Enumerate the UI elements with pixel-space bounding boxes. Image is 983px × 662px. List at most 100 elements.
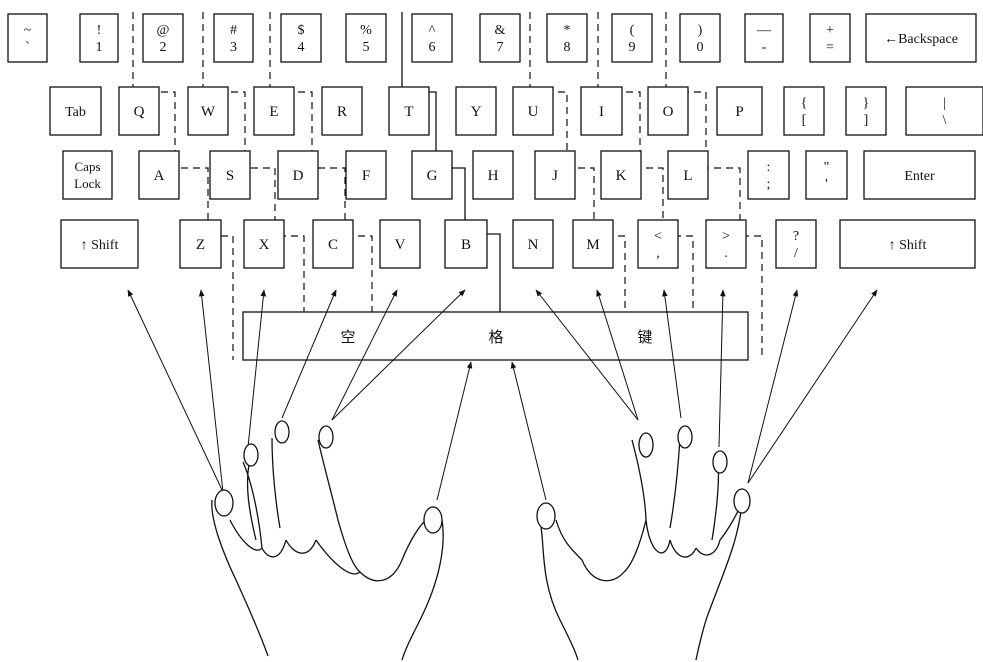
key-r[interactable]: R	[321, 86, 363, 136]
key-backslash[interactable]: |\	[905, 86, 983, 136]
left-pinky-tip	[214, 489, 234, 517]
key-cap	[312, 219, 354, 269]
key-4[interactable]: $4	[280, 13, 322, 63]
key-cap	[747, 150, 790, 200]
key-n[interactable]: N	[512, 219, 554, 269]
key-8[interactable]: *8	[546, 13, 588, 63]
key-lbracket[interactable]: {[	[783, 86, 825, 136]
key-cap	[580, 86, 623, 136]
key-9[interactable]: (9	[611, 13, 653, 63]
key-cap	[775, 219, 817, 269]
key-lshift[interactable]: ↑ Shift	[60, 219, 139, 269]
key-d[interactable]: D	[277, 150, 319, 200]
key-cap	[411, 150, 453, 200]
key-x[interactable]: X	[243, 219, 285, 269]
key-rbracket[interactable]: }]	[845, 86, 887, 136]
key-cap	[472, 150, 514, 200]
key-quote[interactable]: "'	[805, 150, 848, 200]
key-0[interactable]: )0	[679, 13, 721, 63]
key-label: W	[201, 104, 216, 120]
key-j[interactable]: J	[534, 150, 576, 200]
key-p[interactable]: P	[716, 86, 763, 136]
key-bottom-label: 5	[363, 40, 370, 55]
key-backspace[interactable]: ←Backspace	[865, 13, 977, 63]
key-6[interactable]: ^6	[411, 13, 453, 63]
key-cap	[345, 13, 387, 63]
key-cap	[637, 219, 679, 269]
key-rshift[interactable]: ↑ Shift	[839, 219, 976, 269]
key-bottom-label: '	[825, 177, 828, 192]
spacebar[interactable]: 空 格 键	[242, 311, 749, 361]
key-top-label: ^	[429, 23, 436, 38]
key-b[interactable]: B	[444, 219, 488, 269]
key-u[interactable]: U	[512, 86, 554, 136]
key-label: K	[616, 168, 627, 184]
key-bottom-label: 4	[298, 40, 305, 55]
arrow-right-ring-period	[718, 289, 726, 448]
key-bottom-label: \	[943, 113, 947, 128]
key-top-label: $	[298, 23, 305, 38]
key-cap	[444, 219, 488, 269]
arrow-right-pinky-slash	[747, 289, 799, 484]
key-bottom-label: 7	[497, 40, 504, 55]
key-enter[interactable]: Enter	[863, 150, 976, 200]
key-bottom-label: 8	[564, 40, 571, 55]
key-semicolon[interactable]: :;	[747, 150, 790, 200]
key-cap	[783, 86, 825, 136]
key-t[interactable]: T	[388, 86, 430, 136]
key-h[interactable]: H	[472, 150, 514, 200]
key-label: V	[395, 237, 406, 253]
key-y[interactable]: Y	[455, 86, 497, 136]
key-label: B	[461, 237, 471, 253]
key-plus[interactable]: +=	[809, 13, 851, 63]
key-top-label: {	[801, 96, 808, 111]
key-7[interactable]: &7	[479, 13, 521, 63]
key-f[interactable]: F	[345, 150, 387, 200]
arrow-left-index-b	[331, 289, 466, 421]
key-o[interactable]: O	[647, 86, 689, 136]
left-middle-tip	[274, 420, 290, 444]
key-2[interactable]: @2	[142, 13, 184, 63]
key-tilde[interactable]: ~`	[7, 13, 48, 63]
key-comma[interactable]: <,	[637, 219, 679, 269]
key-cap	[667, 150, 709, 200]
key-label: P	[735, 104, 743, 120]
key-tab[interactable]: Tab	[49, 86, 102, 136]
key-w[interactable]: W	[187, 86, 229, 136]
key-g[interactable]: G	[411, 150, 453, 200]
key-cap	[534, 150, 576, 200]
key-k[interactable]: K	[600, 150, 642, 200]
key-m[interactable]: M	[572, 219, 614, 269]
key-i[interactable]: I	[580, 86, 623, 136]
key-5[interactable]: %5	[345, 13, 387, 63]
key-cap	[865, 13, 977, 63]
key-cap	[546, 13, 588, 63]
key-3[interactable]: #3	[213, 13, 254, 63]
key-c[interactable]: C	[312, 219, 354, 269]
key-bottom-label: =	[826, 40, 834, 55]
key-s[interactable]: S	[209, 150, 251, 200]
key-cap	[647, 86, 689, 136]
left-hand	[211, 420, 444, 661]
key-bottom-label: /	[794, 246, 798, 261]
arrow-right-index-m	[596, 289, 639, 421]
key-a[interactable]: A	[138, 150, 180, 200]
key-cap	[62, 150, 113, 200]
key-cap	[679, 13, 721, 63]
key-1[interactable]: !1	[79, 13, 119, 63]
key-slash[interactable]: ?/	[775, 219, 817, 269]
key-period[interactable]: >.	[705, 219, 747, 269]
key-v[interactable]: V	[379, 219, 421, 269]
key-l[interactable]: L	[667, 150, 709, 200]
key-z[interactable]: Z	[179, 219, 222, 269]
key-label: I	[599, 104, 604, 120]
key-q[interactable]: Q	[118, 86, 160, 136]
key-e[interactable]: E	[253, 86, 295, 136]
key-minus[interactable]: —-	[744, 13, 784, 63]
key-top-label: *	[564, 23, 571, 38]
key-label: R	[337, 104, 347, 120]
key-cap	[388, 86, 430, 136]
key-label: Enter	[904, 169, 935, 184]
